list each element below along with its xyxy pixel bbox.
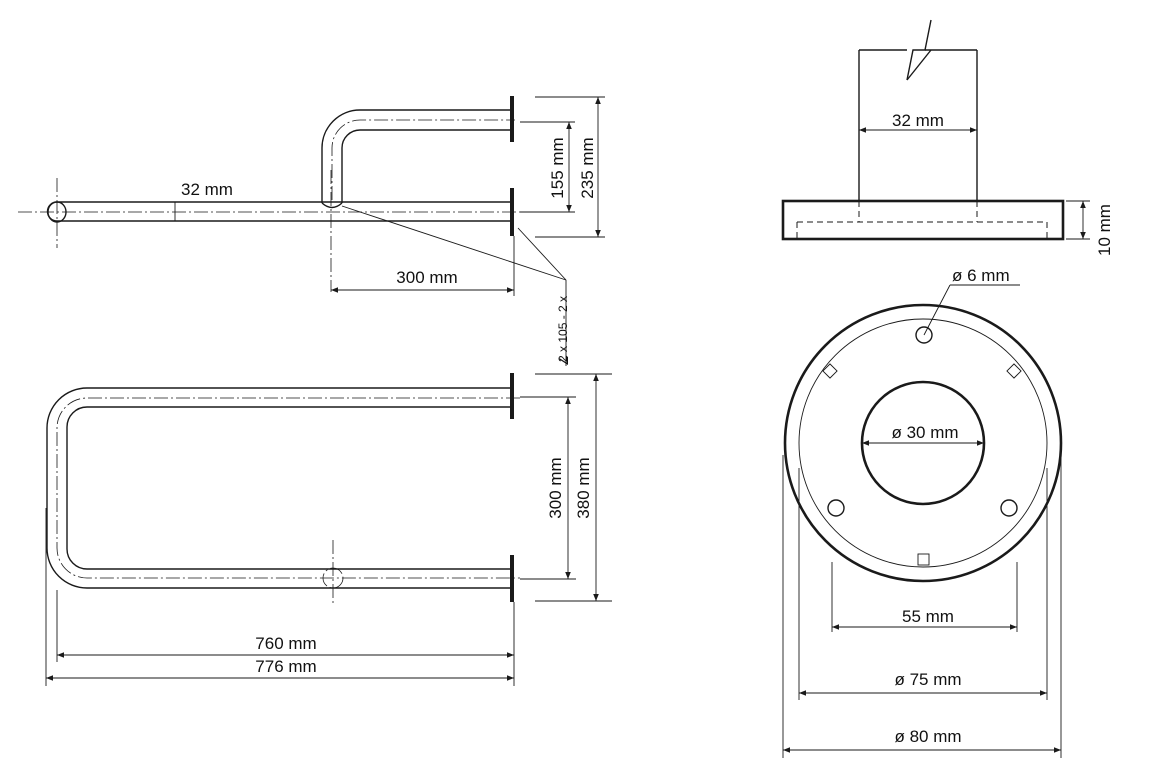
screw-angle-symbol: ∠: [557, 355, 571, 366]
bent-bar-centerline: [331, 119, 515, 200]
screw-label: 2 x 105 - 2 x: [556, 296, 570, 362]
square-marker-left: [822, 363, 838, 379]
flange-side-view: 32 mm 10 mm: [781, 19, 1114, 256]
bar-end-cap: [46, 201, 58, 222]
flange-hidden-recess: [796, 221, 1048, 239]
dim-75-label: ø 75 mm: [894, 670, 961, 689]
flange-outer-circle: [783, 303, 1063, 583]
flange-upper: [510, 96, 514, 142]
u-bar-outer: [46, 387, 511, 589]
flange-lower: [510, 188, 514, 236]
break-diagonal: [906, 49, 932, 81]
dim-flange-32-label: 32 mm: [892, 111, 944, 130]
bent-bar-inner: [341, 129, 511, 203]
dim-55-label: 55 mm: [902, 607, 954, 626]
screw-hole-left: [827, 499, 845, 517]
dim-380-label: 380 mm: [574, 457, 593, 518]
u-bar-inner: [66, 406, 511, 570]
dim-155-label: 155 mm: [548, 137, 567, 198]
dim-760-label: 760 mm: [255, 634, 316, 653]
flange-top-lower: [510, 555, 514, 602]
flange-top-upper: [510, 373, 514, 419]
flange-front-view: ø 6 mm ø 30 mm 55 mm ø 75 mm ø 80 mm: [782, 266, 1063, 758]
flange-inner-circle: [798, 318, 1048, 568]
u-bar-centerline: [56, 397, 520, 579]
hole-label: ø 6 mm: [952, 266, 1010, 285]
dim-32-label: 32 mm: [181, 180, 233, 199]
square-marker-right: [1006, 363, 1022, 379]
square-marker-bottom: [917, 553, 930, 566]
screw-leader-1: [341, 205, 567, 281]
screw-hole-top: [915, 326, 933, 344]
long-bar: [57, 201, 511, 222]
dim-80-label: ø 80 mm: [894, 727, 961, 746]
bar-end-circle: [47, 201, 67, 223]
bent-bar-joint: [321, 202, 343, 209]
screw-leader-2: [517, 227, 567, 281]
bent-bar-outer: [321, 109, 511, 203]
dim-30-label: ø 30 mm: [891, 423, 958, 442]
hole-leader: [923, 284, 951, 336]
flange-plate: [781, 199, 1065, 241]
dim-235-label: 235 mm: [578, 137, 597, 198]
dim-300-label: 300 mm: [396, 268, 457, 287]
dim-776-label: 776 mm: [255, 657, 316, 676]
dim-300v-label: 300 mm: [546, 457, 565, 518]
break-symbol: [906, 19, 932, 81]
top-view: 300 mm 380 mm 760 mm 776 mm: [45, 373, 612, 686]
screw-hole-right: [1000, 499, 1018, 517]
dim-10-label: 10 mm: [1095, 204, 1114, 256]
side-view: 32 mm 155 mm 235 mm 300 mm 2 x 105 - 2 x…: [18, 96, 605, 366]
